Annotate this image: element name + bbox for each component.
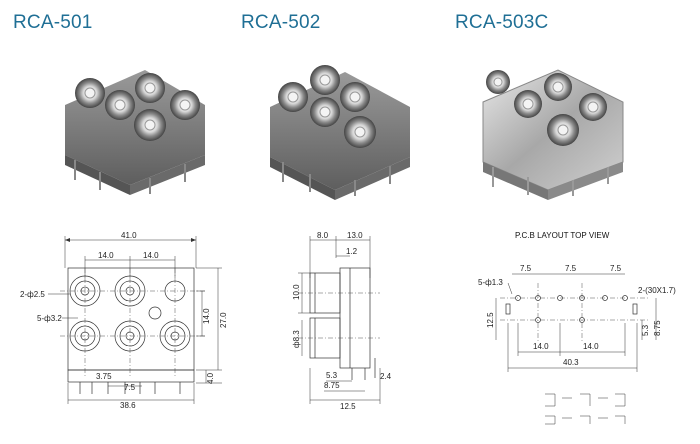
- dim-total: 40.3: [563, 358, 579, 367]
- dim-pin-b: 7.5: [124, 383, 136, 392]
- dim-pitch-3: 7.5: [610, 264, 622, 273]
- dim-slots: 2-(30X1.7): [638, 286, 676, 295]
- dim-mid-2: 14.0: [583, 342, 599, 351]
- dim-pitch-left: 14.0: [98, 251, 114, 260]
- dim-base-width: 38.6: [120, 401, 136, 410]
- rca-503c-pcb-layout: P.C.B LAYOUT TOP VIEW 7.5 7.5 7.5 5-ф1.3…: [478, 231, 676, 425]
- dim-hole-large: 2-ф2.5: [20, 290, 45, 299]
- dim-side-h: 10.0: [292, 284, 301, 300]
- dim-jack-dia: ф8.3: [292, 330, 301, 348]
- pcb-layout-header: P.C.B LAYOUT TOP VIEW: [515, 231, 610, 240]
- dim-bottom-offset: 4.0: [206, 372, 215, 384]
- rca-502-photo: [270, 65, 410, 200]
- dim-left-h: 12.5: [486, 312, 495, 328]
- dim-height-total: 27.0: [219, 312, 228, 328]
- rca-501-photo: [65, 70, 205, 195]
- dim-height-pitch: 14.0: [202, 308, 211, 324]
- dim-top-a: 8.0: [317, 231, 329, 240]
- dim-top-c: 1.2: [346, 247, 358, 256]
- dim-top-b: 13.0: [347, 231, 363, 240]
- dim-right-b: 8.75: [653, 320, 662, 336]
- dim-depth: 12.5: [340, 402, 356, 411]
- dim-pitch-2: 7.5: [565, 264, 577, 273]
- dim-pin-a: 5.3: [326, 371, 338, 380]
- rca-502-drawing: 8.0 13.0 1.2 10.0 ф8.3 5.3 8.75 2.4 12.5: [292, 231, 392, 411]
- dim-pitch-right: 14.0: [143, 251, 159, 260]
- title-rca-503c: RCA-503C: [455, 12, 549, 33]
- dim-pin-c: 2.4: [380, 372, 392, 381]
- dim-hole-small: 5-ф3.2: [37, 314, 62, 323]
- dim-overall-width: 41.0: [121, 231, 137, 240]
- dim-right-a: 5.3: [641, 324, 650, 336]
- dim-holes: 5-ф1.3: [478, 278, 503, 287]
- title-rca-502: RCA-502: [241, 12, 321, 33]
- rca-501-drawing: 41.0 14.0 14.0 2-ф2.5 5-ф3.2 14.0 27.0 4…: [20, 231, 228, 410]
- title-rca-501: RCA-501: [13, 12, 93, 33]
- rca-503c-photo: [482, 69, 624, 200]
- dim-pitch-1: 7.5: [520, 264, 532, 273]
- dim-pin-a: 3.75: [96, 372, 112, 381]
- dim-mid-1: 14.0: [533, 342, 549, 351]
- dim-pin-b: 8.75: [324, 381, 340, 390]
